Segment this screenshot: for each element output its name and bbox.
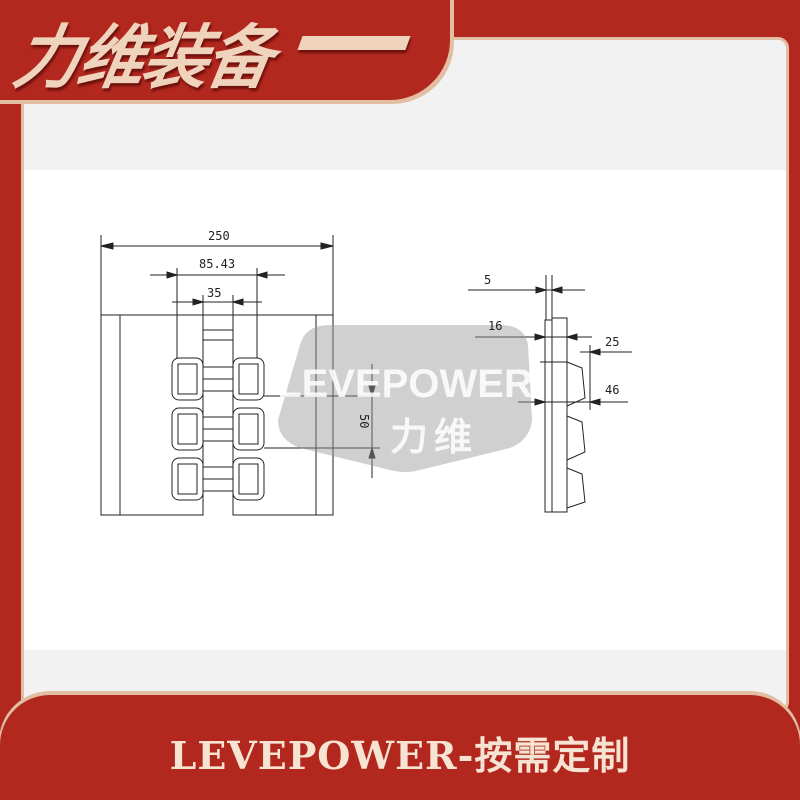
- side-view: [468, 275, 632, 513]
- watermark-text-en: LEVEPOWER: [277, 362, 533, 406]
- watermark-badge: [278, 325, 532, 472]
- footer-slogan: LEVEPOWER-按需定制: [169, 733, 631, 778]
- brand-header: 力维装备: [0, 0, 450, 100]
- front-view: [100, 235, 380, 516]
- watermark-text-cn: 力维: [390, 415, 478, 459]
- footer-banner: LEVEPOWER-按需定制: [0, 695, 800, 800]
- technical-drawing-area: [24, 170, 786, 650]
- lug-rows: [171, 357, 265, 501]
- dim-46: 46: [605, 383, 619, 397]
- dim-35: 35: [207, 286, 221, 300]
- dim-5: 5: [484, 273, 491, 287]
- dim-85-43: 85.43: [199, 257, 235, 271]
- dim-250: 250: [208, 229, 230, 243]
- dim-25: 25: [605, 335, 619, 349]
- dim-16: 16: [488, 319, 502, 333]
- dim-50: 50: [357, 414, 371, 428]
